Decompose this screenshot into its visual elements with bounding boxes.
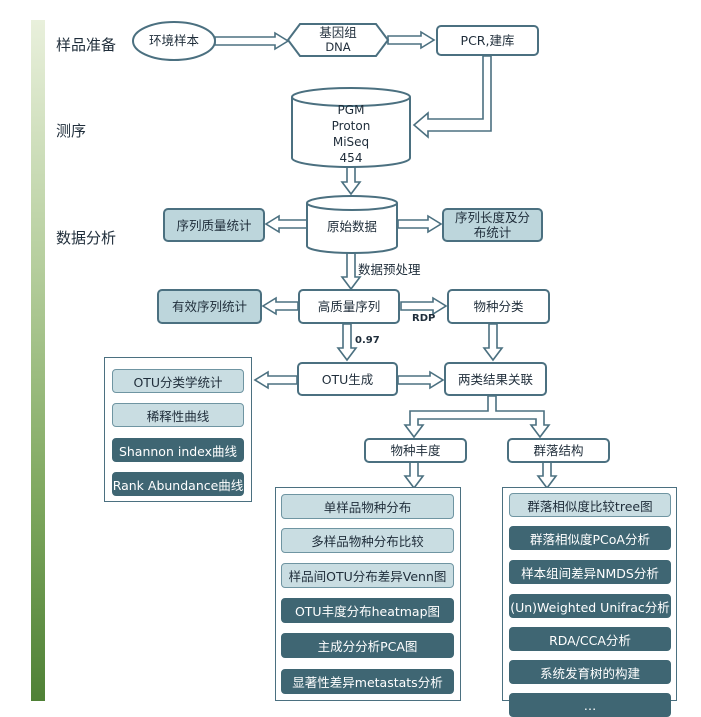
arrow-sample-to-dna [214,31,290,51]
raw-data-label: 原始数据 [326,218,377,234]
richness-panel-item: 显著性差异metastats分析 [281,669,454,694]
richness-panel-item: 样品间OTU分布差异Venn图 [281,563,454,588]
arrow-raw-to-quality [264,214,308,234]
otu-panel-item: Shannon index曲线 [112,438,244,462]
hq-seq-box: 高质量序列 [298,289,400,324]
arrow-hq-to-species [400,296,448,316]
community-panel-item: 样本组间差异NMDS分析 [509,560,671,584]
community-panel-item: RDA/CCA分析 [509,627,671,651]
richness-analysis-panel: 单样品物种分布 多样品物种分布比较 样品间OTU分布差异Venn图 OTU丰度分… [275,487,461,701]
sequencer-cylinder [291,87,411,168]
seq-length-box: 序列长度及分 布统计 [442,208,543,242]
genome-dna-label: 基因组 DNA [290,24,386,56]
valid-seq-box: 有效序列统计 [157,289,262,324]
seq-length-line1: 序列长度及分 [454,210,530,225]
richness-panel-item: 多样品物种分布比较 [281,528,454,553]
stage-label-data-analysis: 数据分析 [56,229,117,247]
stage-label-sequencing: 测序 [56,122,87,140]
richness-panel-item: 单样品物种分布 [281,494,454,519]
community-panel-item: … [509,693,671,717]
otu-panel-item: Rank Abundance曲线 [112,472,244,496]
arrow-pcr-to-seq [412,55,492,139]
stage-sidebar-bar [31,20,45,701]
arrow-raw-to-hq [340,251,362,291]
arrow-hq-to-valid [261,296,299,316]
species-richness-box: 物种丰度 [364,438,467,463]
stage-label-sample-prep: 样品准备 [56,36,117,54]
community-panel-item: 群落相似度PCoA分析 [509,526,671,550]
rdp-label: RDP [412,313,436,324]
platform-pgm: PGM [337,103,365,117]
combine-results-box: 两类结果关联 [444,362,547,396]
platform-454: 454 [339,151,363,165]
community-panel-item: (Un)Weighted Unifrac分析 [509,594,671,618]
flow-arrows [132,21,558,490]
community-structure-box: 群落结构 [507,438,610,463]
arrow-hq-to-otu [336,323,358,362]
arrow-species-to-combine [482,323,504,362]
arrow-richness-to-panel [403,461,425,490]
richness-panel-item: 主成分分析PCA图 [281,633,454,658]
seq-quality-box: 序列质量统计 [163,208,265,242]
platform-miseq: MiSeq [332,135,370,149]
community-analysis-panel: 群落相似度比较tree图 群落相似度PCoA分析 样本组间差异NMDS分析 (U… [502,487,677,717]
richness-panel-item: OTU丰度分布heatmap图 [281,598,454,623]
raw-data-cylinder [306,195,398,254]
pcr-library-box: PCR,建库 [436,25,539,56]
preprocess-label: 数据预处理 [358,262,421,277]
otu-panel-item: OTU分类学统计 [112,369,244,393]
arrow-seq-to-raw [340,165,362,196]
community-panel-item: 系统发育树的构建 [509,660,671,684]
arrow-combine-branch [403,395,551,439]
seq-length-line2: 布统计 [473,225,512,240]
species-class-box: 物种分类 [447,289,550,324]
community-panel-item: 群落相似度比较tree图 [509,493,671,517]
genome-label-line1: 基因组 [319,25,357,41]
arrow-community-to-panel [536,461,558,490]
arrow-otu-to-combine [397,370,445,390]
env-sample-label: 环境样本 [148,32,199,48]
arrow-otu-to-panel [253,370,298,390]
genome-dna-hexagon [286,23,390,57]
platform-list: PGM Proton MiSeq 454 [292,102,410,166]
otu-gen-box: OTU生成 [297,362,398,396]
env-sample-ellipse [132,21,216,61]
threshold-label: 0.97 [355,335,380,346]
genome-label-line2: DNA [325,39,351,54]
arrow-raw-to-length [397,214,443,234]
otu-analysis-panel: OTU分类学统计 稀释性曲线 Shannon index曲线 Rank Abun… [104,357,252,502]
platform-proton: Proton [331,119,371,133]
otu-panel-item: 稀释性曲线 [112,403,244,427]
arrow-dna-to-pcr [387,30,436,50]
